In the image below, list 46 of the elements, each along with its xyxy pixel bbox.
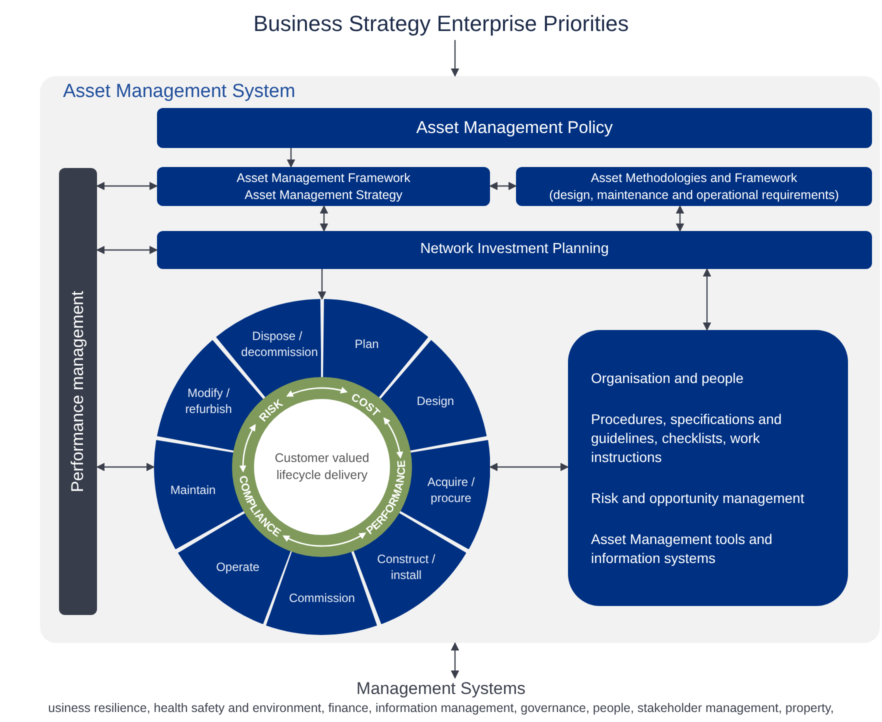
system-panel xyxy=(40,76,880,643)
info-item: Procedures, specifications and guidelines, checklists, work instructions xyxy=(591,410,783,466)
segment-label: Maintain xyxy=(169,482,217,498)
arrow xyxy=(286,148,296,168)
arrow xyxy=(702,268,712,331)
arrow xyxy=(318,269,326,300)
info-item: Organisation and people xyxy=(591,368,745,388)
double-arrow xyxy=(383,417,403,459)
box-label: Asset Management Policy xyxy=(416,117,613,140)
arrow xyxy=(96,182,158,190)
side-bar xyxy=(59,168,97,615)
segment-label: Construct / install xyxy=(376,551,436,584)
arrow xyxy=(96,462,155,472)
bar-label: Performance management xyxy=(67,290,88,492)
process-box xyxy=(157,167,490,206)
arrow xyxy=(320,205,328,232)
arrow xyxy=(450,642,460,679)
double-arrow xyxy=(282,532,366,547)
box-label: Network Investment Planning xyxy=(420,240,609,260)
box-label: Asset Management Framework xyxy=(236,170,410,186)
box-label: (design, maintenance and operational requirements) xyxy=(549,186,839,204)
arrow xyxy=(450,40,460,77)
box-label: Asset Management Strategy xyxy=(244,186,402,204)
segment-label: Operate xyxy=(215,559,260,576)
arrow xyxy=(489,182,517,190)
segment-label: Acquire / procure xyxy=(426,474,476,506)
segment-label: Design xyxy=(416,393,456,410)
process-box xyxy=(516,167,872,206)
segment-label: Commission xyxy=(288,590,356,606)
heading-label: Business Strategy Enterprise Priorities xyxy=(253,10,629,38)
info-item: Asset Management tools and information systems xyxy=(591,530,774,568)
segment-label: Modify / refurbish xyxy=(184,385,233,418)
segment-label: Plan xyxy=(354,336,380,352)
process-box xyxy=(157,108,872,148)
footer-heading: Management Systems xyxy=(356,678,526,700)
double-arrow xyxy=(240,424,256,473)
double-arrow xyxy=(286,387,348,398)
arrow xyxy=(676,205,684,232)
footer-list: usiness resilience, health safety and environment, finance, information management, governance, people, stakeholder management, property, xyxy=(48,700,834,717)
info-item: Risk and opportunity management xyxy=(591,488,806,508)
panel-heading: Asset Management System xyxy=(63,81,296,102)
box-label: Asset Methodologies and Framework xyxy=(590,170,798,186)
process-box xyxy=(157,231,872,269)
info-card xyxy=(568,330,848,606)
arrow xyxy=(96,246,158,254)
arrow xyxy=(489,462,569,472)
